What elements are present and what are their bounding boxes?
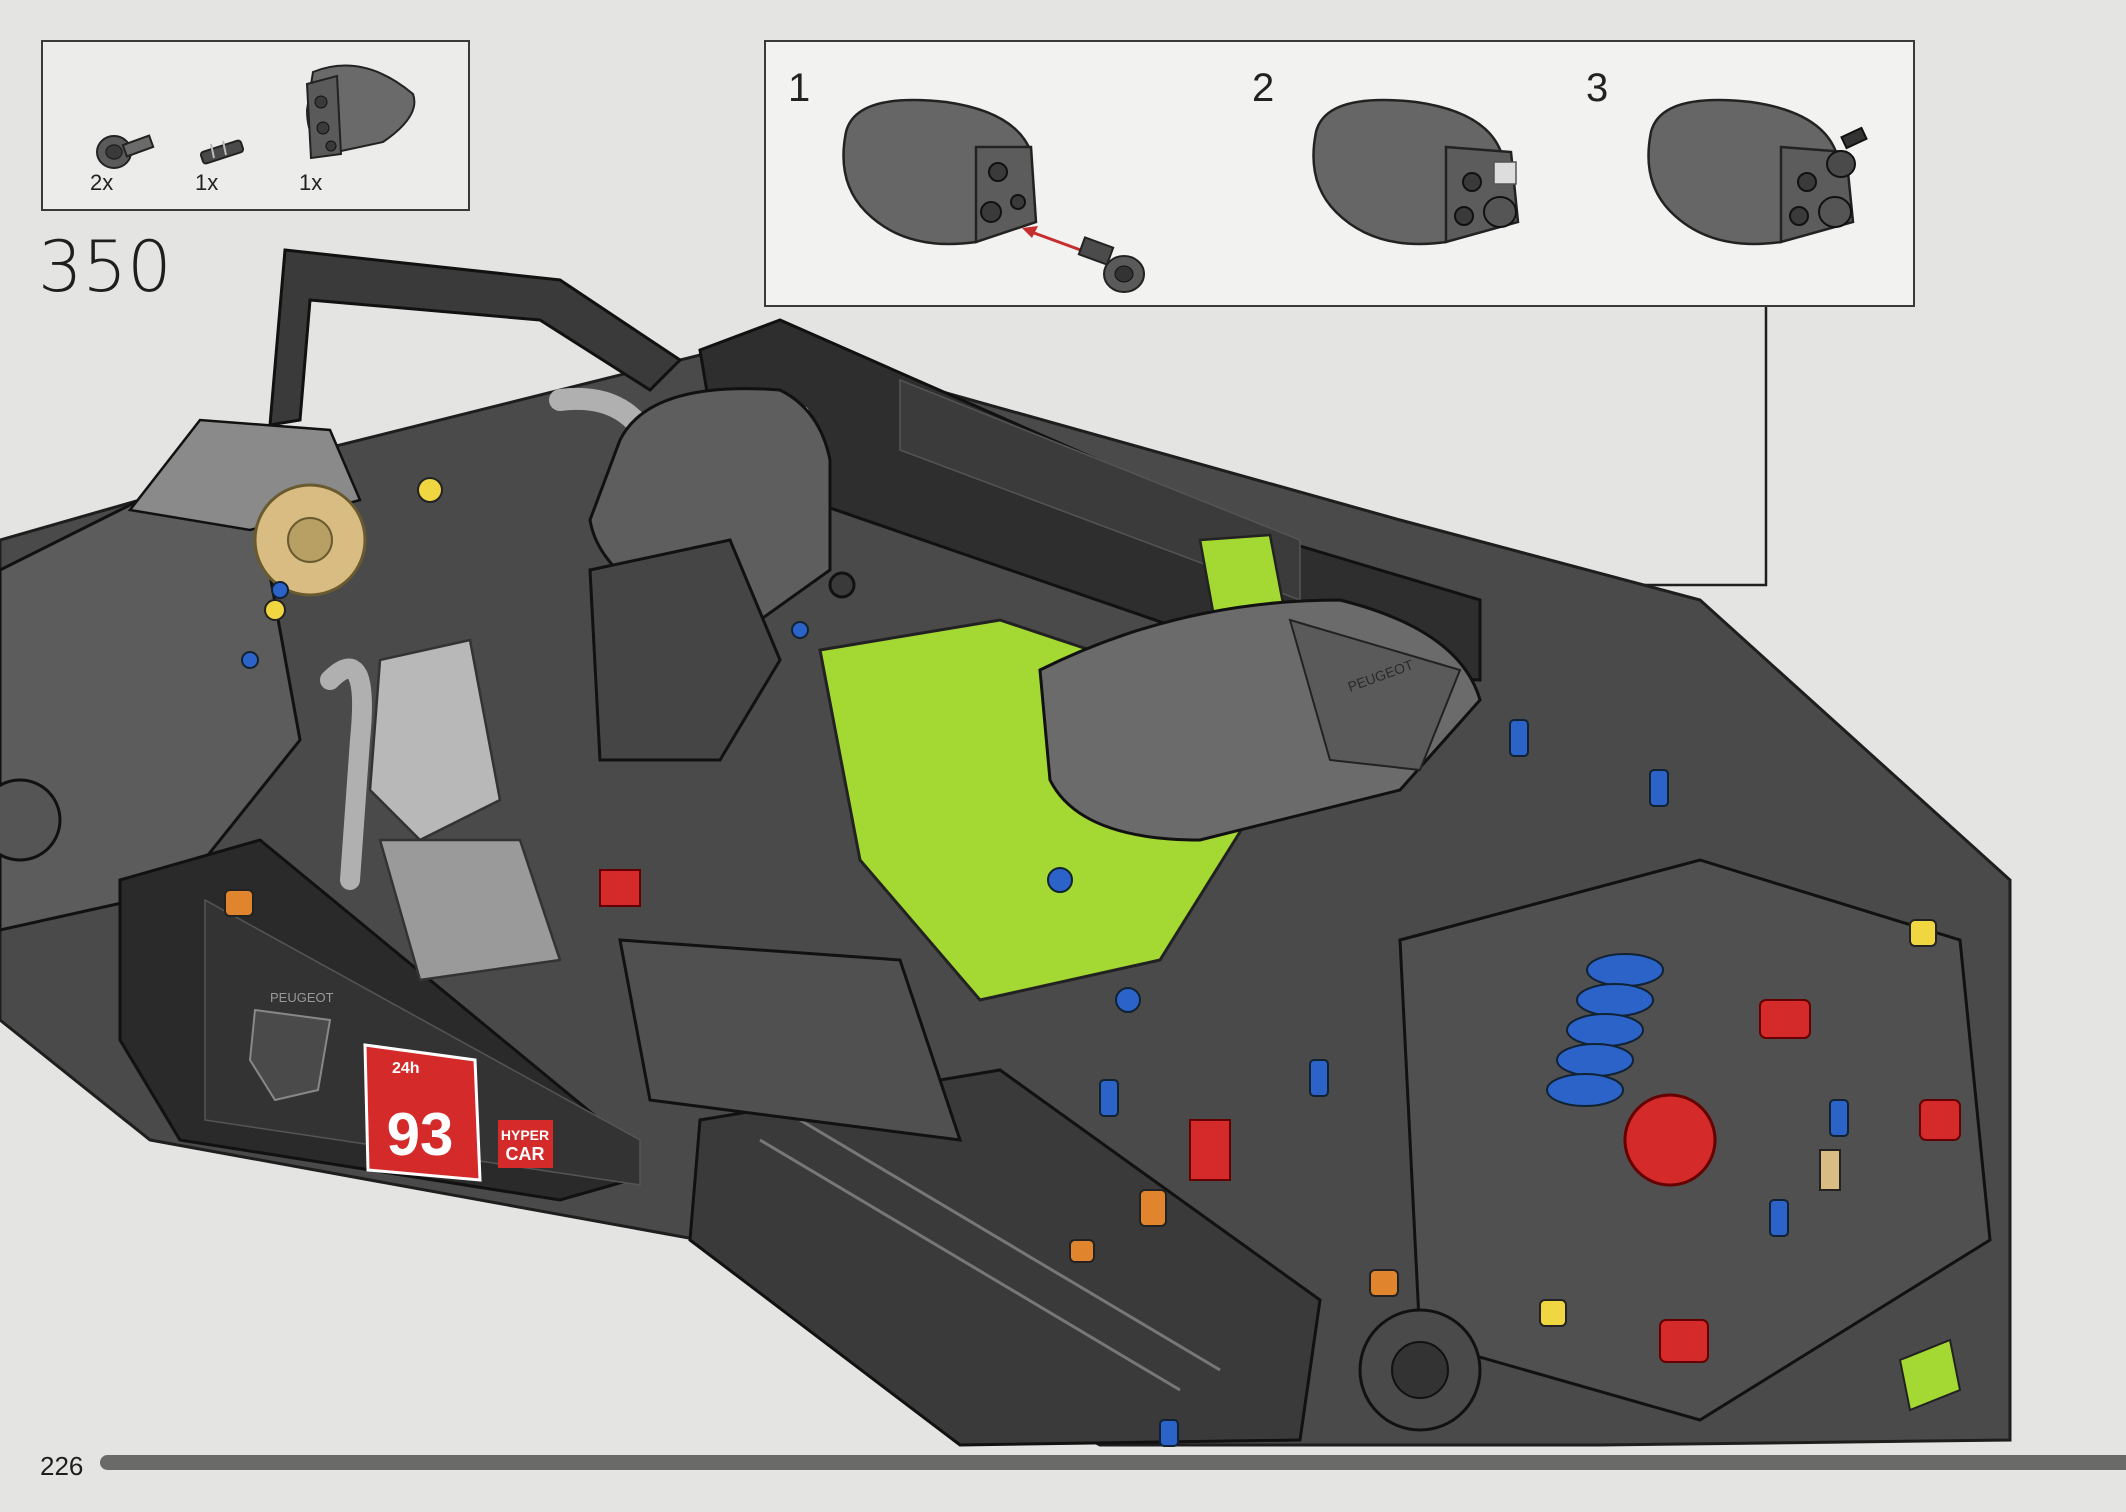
svg-text:PEUGEOT: PEUGEOT — [270, 990, 334, 1005]
car-chassis-illustration: HY PEUGEOT 93 24h HYPER CAR PEUGEOT — [0, 248, 2012, 1447]
page-number: 226 — [40, 1451, 84, 1481]
sub-assembly-box: 1 2 3 — [764, 40, 1915, 307]
sub-step-number: 3 — [1586, 66, 1609, 110]
lemans-logo: 24h — [392, 1060, 420, 1077]
svg-text:HYPER: HYPER — [501, 1127, 549, 1143]
red-gear-icon — [1623, 1093, 1717, 1187]
sub-step-3-illustration — [1647, 98, 1868, 246]
race-number: 93 — [387, 1101, 454, 1168]
step-number: 350 — [38, 226, 172, 308]
insert-arrow — [1025, 228, 1087, 254]
part-count: 2x — [90, 170, 114, 195]
sub-step-number: 1 — [788, 66, 811, 110]
nose-cone-panel-icon — [305, 64, 416, 160]
race-number-decal — [363, 1043, 482, 1182]
page-progress-bar — [100, 1455, 2126, 1470]
svg-text:CAR: CAR — [506, 1144, 545, 1164]
suspension-spring-icon — [1546, 953, 1664, 1107]
axle-pin-with-bush-icon — [96, 134, 155, 169]
part-count: 1x — [299, 170, 323, 195]
part-count: 1x — [195, 170, 219, 195]
axle-connector-icon — [199, 139, 245, 165]
parts-list-box: 2x 1x 1x — [41, 40, 470, 211]
lion-emblem-icon — [248, 1008, 332, 1102]
sub-step-2-illustration — [1312, 98, 1520, 246]
sub-step-number: 2 — [1252, 66, 1275, 110]
sub-step-1-illustration — [842, 98, 1145, 293]
hypercar-decal — [498, 1120, 553, 1168]
